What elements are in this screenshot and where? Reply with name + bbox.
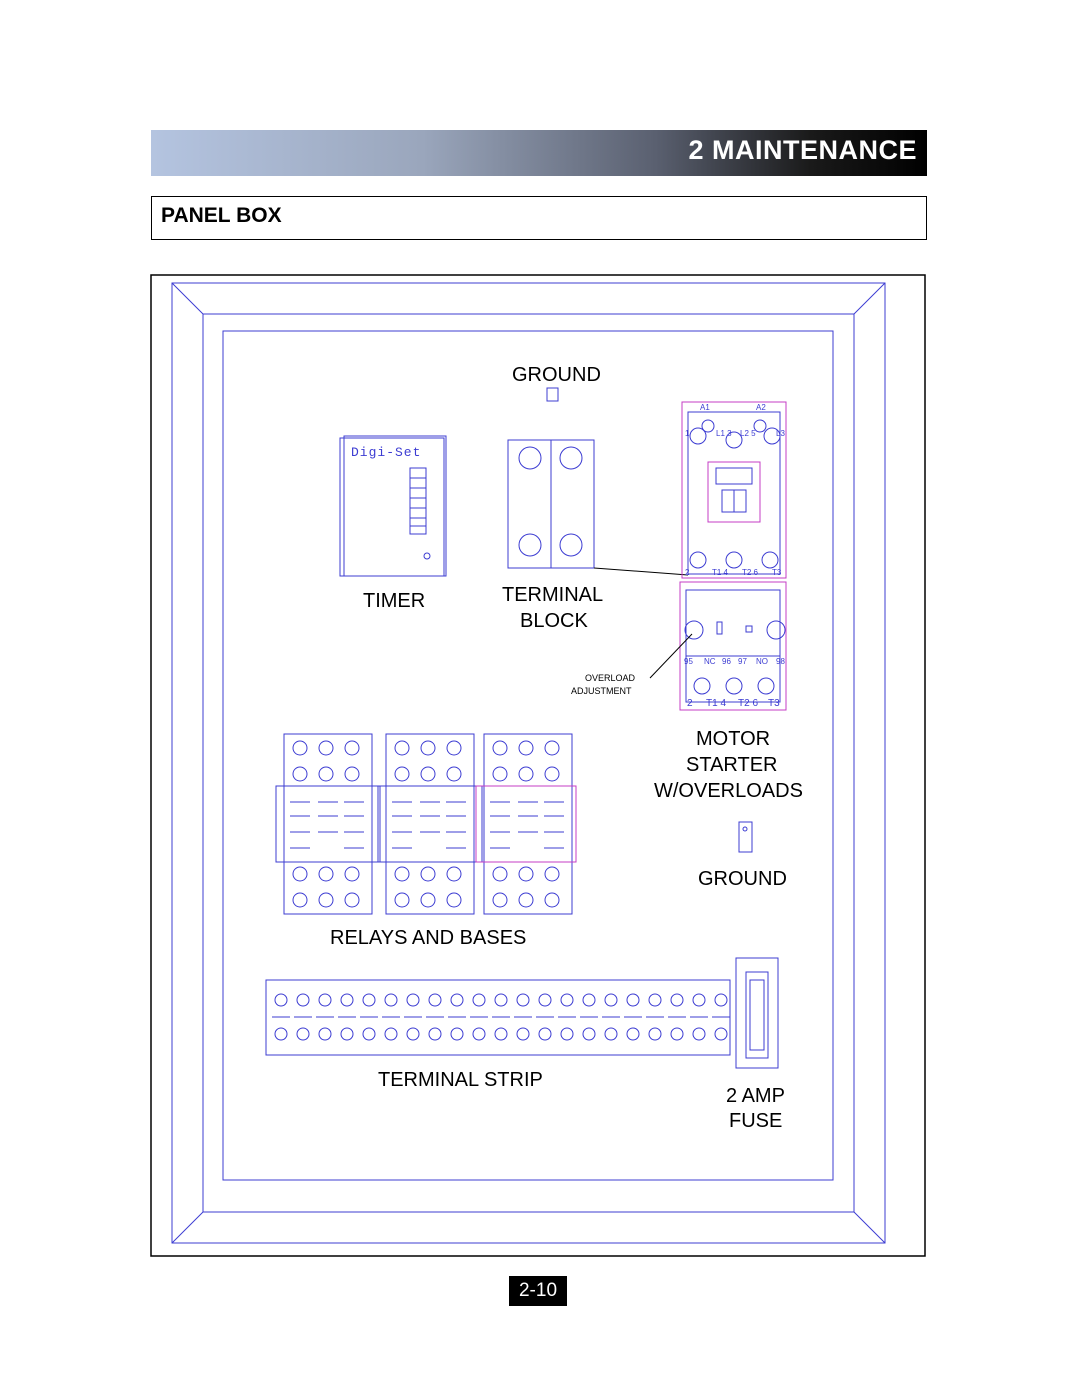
overload-terminal-2: 2: [687, 698, 693, 709]
overload-terminal-t3: T3: [768, 698, 780, 709]
overload-terminal-t2: T2 6: [738, 698, 758, 709]
starter-label-2: 2: [685, 568, 690, 577]
overload-contact-98: 98: [776, 657, 785, 666]
overload-terminal-t1: T1 4: [706, 698, 726, 709]
relays-and-bases: [275, 733, 577, 915]
terminal-block-label-1: TERMINAL: [502, 584, 604, 606]
fuse-holder: [735, 957, 779, 1069]
terminal-block: [507, 439, 689, 576]
chapter-title: 2 MAINTENANCE: [688, 135, 917, 165]
page-number: 2-10: [509, 1276, 567, 1306]
ground-lug-top: [546, 387, 559, 402]
overload-label-2: ADJUSTMENT: [571, 686, 632, 696]
fuse-label-2: FUSE: [729, 1110, 783, 1132]
starter-label-t2: T2 6: [742, 568, 759, 577]
overload-contact-97: 97: [738, 657, 747, 666]
relays-label: RELAYS AND BASES: [330, 927, 527, 949]
terminal-strip: [265, 979, 731, 1056]
starter-label-l2: L2 5: [740, 429, 756, 438]
overload-contact-96: 96: [722, 657, 731, 666]
timer-brand: Digi-Set: [351, 445, 421, 460]
section-title: PANEL BOX: [161, 204, 282, 227]
terminal-strip-label: TERMINAL STRIP: [378, 1069, 543, 1091]
starter-label-t3: T3: [772, 568, 782, 577]
motor-starter: [649, 401, 787, 711]
motor-label-1: MOTOR: [696, 728, 771, 750]
overload-label-1: OVERLOAD: [585, 673, 636, 683]
section-heading-box: PANEL BOX: [151, 196, 927, 240]
ground-lug-bottom: [738, 821, 753, 853]
overload-contact-nc: NC: [704, 657, 716, 666]
fuse-label-1: 2 AMP: [726, 1085, 785, 1107]
overload-contact-no: NO: [756, 657, 768, 666]
starter-label-t1: T1 4: [712, 568, 729, 577]
timer-label: TIMER: [363, 590, 426, 612]
ground-top-label: GROUND: [512, 364, 601, 386]
motor-label-2: STARTER: [686, 754, 778, 776]
overload-contact-95: 95: [684, 657, 693, 666]
starter-label-l3: L3: [776, 429, 785, 438]
terminal-block-label-2: BLOCK: [520, 610, 588, 632]
motor-label-3: W/OVERLOADS: [654, 780, 803, 802]
starter-label-a2: A2: [756, 403, 766, 412]
timer-module: Digi-Set: [339, 435, 447, 577]
ground-bottom-label: GROUND: [698, 868, 787, 890]
starter-label-l1: L1 3: [716, 429, 732, 438]
starter-label-1: 1: [685, 429, 690, 438]
starter-label-a1: A1: [700, 403, 710, 412]
chapter-banner: 2 MAINTENANCE: [151, 130, 927, 176]
